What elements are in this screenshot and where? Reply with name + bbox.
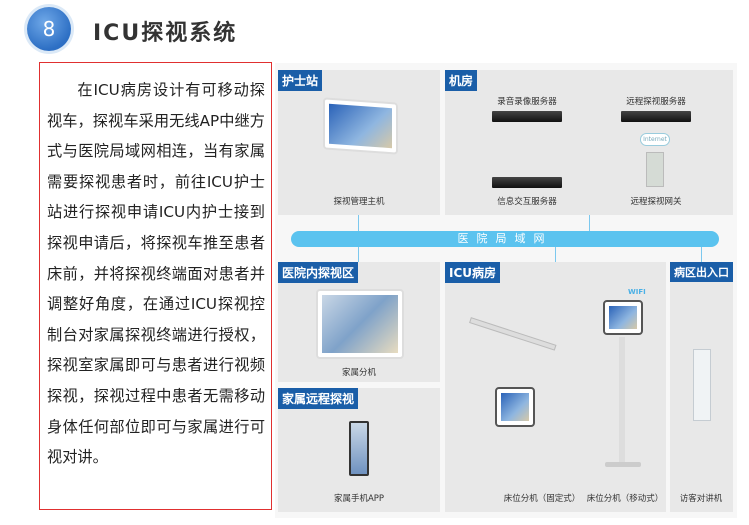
section-number-badge: 8 (27, 7, 71, 51)
device-caption: 远程探视服务器 (626, 97, 686, 107)
nurse-station-panel: 护士站 探视管理主机 (278, 70, 440, 215)
cart-pole (619, 337, 625, 467)
device-caption: 访客对讲机 (679, 494, 723, 504)
connector-line (555, 247, 556, 263)
server-icon (621, 111, 691, 122)
server-icon (492, 177, 562, 188)
mount-arm (469, 317, 557, 351)
panel-title: ICU病房 (445, 262, 501, 283)
gateway-icon (646, 152, 664, 187)
panel-title: 家属远程探视 (278, 388, 359, 409)
device-caption: 家属手机APP (333, 494, 385, 504)
panel-title: 护士站 (278, 70, 323, 91)
family-terminal-image (316, 289, 404, 359)
device-caption: 床位分机（固定式） (503, 494, 581, 504)
device-caption: 探视管理主机 (333, 197, 385, 207)
panel-title: 病区出入口 (670, 262, 733, 282)
icu-ward-panel: ICU病房 WIFI 床位分机（固定式） 床位分机（移动式） (445, 262, 666, 512)
hospital-lan-bar: 医院局域网 (291, 231, 719, 247)
phone-image (349, 421, 369, 476)
wifi-icon: WIFI (628, 288, 646, 296)
fixed-bedside-terminal (495, 387, 535, 427)
connector-line (701, 247, 702, 263)
connector-line (589, 215, 590, 232)
remote-visit-panel: 家属远程探视 家属手机APP (278, 388, 440, 512)
ward-entrance-panel: 病区出入口 访客对讲机 (670, 262, 733, 512)
internet-cloud-icon: Internet (640, 133, 670, 146)
device-caption: 远程探视网关 (630, 197, 682, 207)
mobile-bedside-terminal (603, 300, 643, 335)
description-text: 在ICU病房设计有可移动探视车，探视车采用无线AP中继方式与医院局域网相连，当有… (39, 62, 272, 510)
page-title: ICU探视系统 (93, 21, 238, 46)
server-room-panel: 机房 录音录像服务器 远程探视服务器 Internet 信息交互服务器 远程探视… (445, 70, 733, 215)
device-caption: 家属分机 (341, 368, 377, 378)
device-caption: 信息交互服务器 (497, 197, 557, 207)
management-host-image (323, 97, 398, 155)
device-caption: 床位分机（移动式） (586, 494, 664, 504)
visit-area-panel: 医院内探视区 家属分机 (278, 262, 440, 382)
cart-base (605, 462, 641, 467)
device-caption: 录音录像服务器 (497, 97, 557, 107)
visitor-intercom-image (693, 349, 711, 421)
server-icon (492, 111, 562, 122)
panel-title: 医院内探视区 (278, 262, 359, 283)
panel-title: 机房 (445, 70, 478, 91)
